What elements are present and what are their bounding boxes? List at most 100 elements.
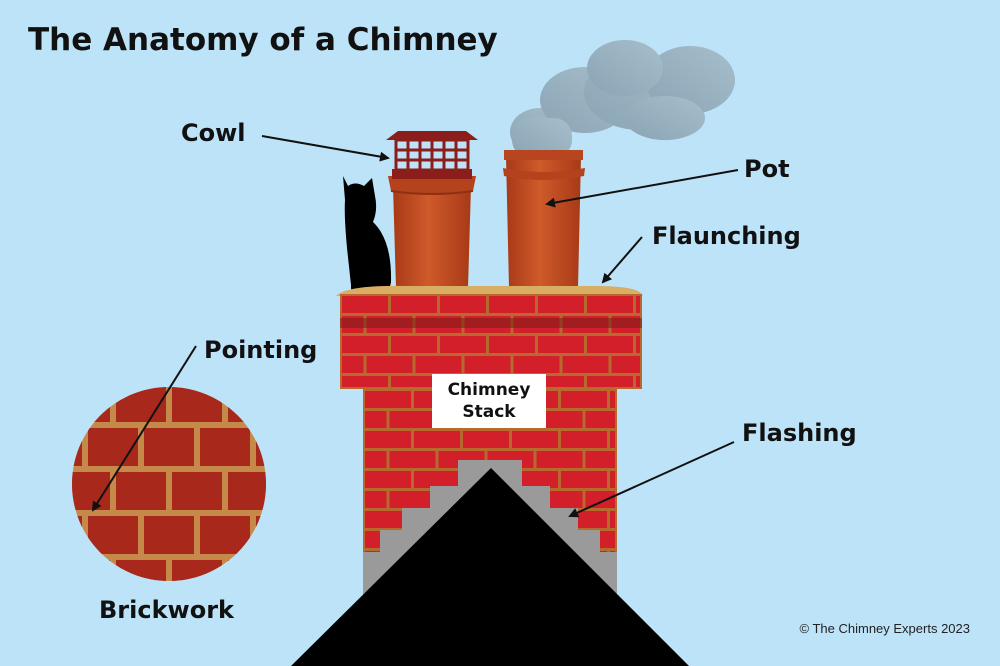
brick [116, 472, 166, 510]
brickwork-label: Brickwork [99, 596, 234, 624]
brick [512, 471, 558, 488]
cowl-arrow [261, 135, 390, 162]
brick [464, 356, 511, 373]
brick [414, 431, 460, 448]
brick [610, 431, 615, 448]
brick [228, 387, 266, 422]
brick [463, 431, 509, 448]
brick [610, 511, 615, 528]
brick [365, 511, 411, 528]
brick [636, 336, 640, 353]
brick [144, 428, 194, 466]
brick [440, 336, 486, 353]
cowl-label: Cowl [181, 119, 246, 147]
brick [440, 296, 486, 313]
brick [389, 491, 436, 508]
chimney-stack-label-line1: Chimney [447, 380, 531, 400]
brick [256, 516, 266, 554]
brick [587, 336, 633, 353]
leader-arrows [91, 135, 739, 518]
brick [538, 336, 584, 353]
brick [489, 296, 535, 313]
brick [536, 451, 583, 468]
brick [342, 296, 388, 313]
brick [366, 356, 413, 373]
cowl [386, 131, 478, 179]
flashing-arrow [568, 441, 735, 518]
brick [585, 491, 615, 508]
brick [415, 356, 462, 373]
brick [72, 428, 82, 466]
brick [365, 471, 411, 488]
brick [391, 296, 437, 313]
pot-label: Pot [744, 155, 790, 183]
page-title: The Anatomy of a Chimney [28, 22, 498, 58]
brick [391, 336, 437, 353]
brick [116, 387, 166, 422]
brick [391, 376, 437, 387]
brick [585, 411, 615, 428]
brick [342, 336, 388, 353]
brick [611, 356, 640, 373]
brick [389, 451, 436, 468]
flaunching-label: Flaunching [652, 222, 801, 250]
brick [610, 391, 615, 408]
chimney-stack-label-line2: Stack [462, 402, 516, 422]
brick [256, 428, 266, 466]
brick [610, 471, 615, 488]
brick [116, 560, 166, 581]
brick [512, 431, 558, 448]
flashing-label: Flashing [742, 419, 857, 447]
pot-arrow [545, 169, 739, 208]
brick [489, 336, 535, 353]
brick [342, 356, 364, 373]
flaunching [336, 285, 643, 296]
brick [228, 560, 266, 581]
brick [88, 516, 138, 554]
brick [342, 376, 388, 387]
brick [72, 472, 110, 510]
brick [562, 356, 609, 373]
brick [561, 431, 607, 448]
brick [585, 451, 615, 468]
brick [513, 356, 560, 373]
brick [365, 411, 387, 428]
brick [389, 411, 436, 428]
chimney-stack-label: Chimney Stack [432, 374, 546, 428]
cat-silhouette [343, 176, 392, 297]
brick [561, 471, 607, 488]
brick [538, 296, 584, 313]
brick [365, 451, 387, 468]
brick [228, 472, 266, 510]
right-chimney-pot [503, 150, 585, 288]
brick [636, 376, 640, 387]
brick [200, 428, 250, 466]
brick [414, 471, 460, 488]
brick [72, 387, 110, 422]
brick [172, 387, 222, 422]
brick [172, 472, 222, 510]
brick [365, 491, 387, 508]
pointing-label: Pointing [204, 336, 318, 364]
flaunching-arrow [601, 236, 643, 284]
brick [72, 516, 82, 554]
brick [72, 560, 110, 581]
brick [636, 296, 640, 313]
copyright-credit: © The Chimney Experts 2023 [799, 621, 970, 636]
pointing-arrow [91, 345, 197, 512]
brick [365, 391, 411, 408]
brick [200, 516, 250, 554]
brick [536, 411, 583, 428]
brick [561, 391, 607, 408]
brick [538, 376, 584, 387]
brick [587, 376, 633, 387]
brick [365, 431, 411, 448]
brickwork-circle [72, 387, 266, 581]
brick [144, 516, 194, 554]
left-chimney-pot [388, 176, 476, 288]
brick [172, 560, 222, 581]
roof [291, 468, 689, 666]
smoke [510, 40, 735, 158]
brick [587, 296, 633, 313]
